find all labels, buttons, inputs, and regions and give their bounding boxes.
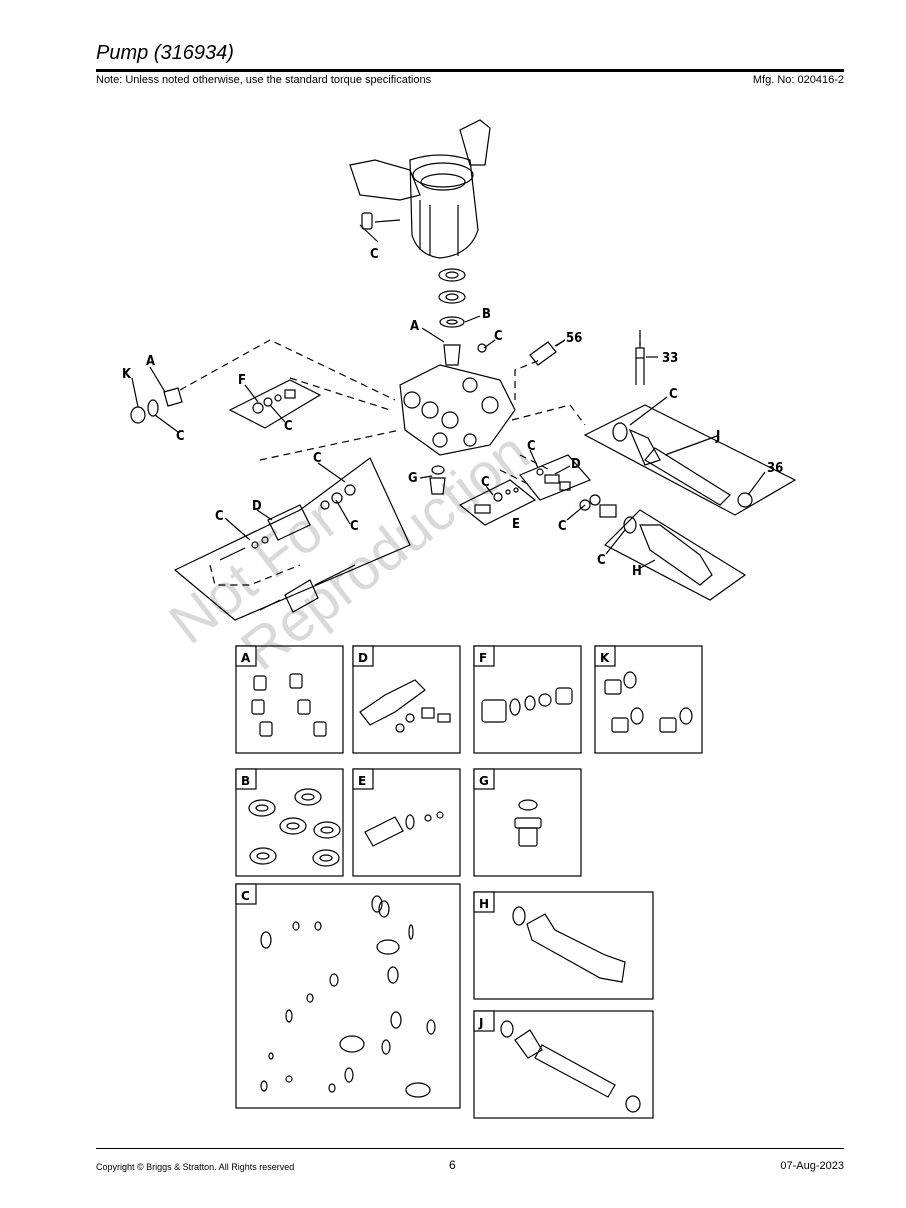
housing-plug [361,212,401,230]
kit-letter-k: K [600,651,610,665]
callout-c-top: C [494,329,503,344]
callout-c-d: C [215,509,224,524]
callout-c-h2: C [597,553,606,568]
kit-panel-e [352,768,461,877]
kit-letter-h: H [479,897,489,911]
kit-letter-e: E [358,774,366,788]
page-title: Pump (316934) [96,42,234,64]
kit-f-outline [228,379,322,429]
callout-leaders [131,224,766,569]
kit-letter-b: B [241,774,250,788]
callout-c-left: C [176,429,185,444]
callout-e: E [512,517,520,532]
callout-d-right: D [571,457,581,472]
kit-e-outline [458,479,537,526]
kit-d-e-outline [173,457,411,621]
kit-j-outline [583,404,797,516]
callout-g: G [408,471,418,486]
kit-letter-f: F [479,651,487,665]
kit-letter-g: G [479,774,489,788]
callout-56: 56 [566,331,582,346]
kit-letter-d: D [358,651,368,665]
kit-panel-b [235,768,344,877]
page-number: 6 [449,1158,456,1172]
callout-k: K [122,367,132,382]
kit-letter-a: A [241,651,251,665]
callout-c-e: C [481,475,490,490]
kit-d-small-outline [519,454,592,501]
kit-panel-j [473,1010,654,1119]
page-date: 07-Aug-2023 [780,1160,844,1172]
main-parts [130,387,753,613]
crankcase-housing [349,119,491,259]
pump-manifold [399,364,516,456]
kit-panel-h [473,891,654,1000]
callout-c-housing: C [370,247,379,262]
callout-f: F [238,373,246,388]
kit-letter-c: C [241,889,250,903]
callout-d-left: D [252,499,262,514]
bolt-33 [635,335,645,385]
callout-c-right: C [669,387,678,402]
callout-j: J [715,429,720,444]
callout-c-d3: C [527,439,536,454]
callout-33: 33 [662,351,678,366]
callout-c-d2: C [350,519,359,534]
callout-c-h: C [558,519,567,534]
mfg-number: Mfg. No: 020416-2 [752,74,844,86]
kit-panel-d [352,645,461,754]
kit-panel-a [235,645,344,754]
assembly-leader-lines [179,330,641,586]
callout-labels: C A B C 56 33 C J 36 A K C F C C D C C G… [122,247,783,579]
kit-panel-letters: A D F K B E G C H J [241,651,610,1030]
header-rule [96,69,844,72]
kit-letter-j: J [478,1016,483,1030]
callout-c-f: C [284,419,293,434]
kit-h-outline [603,509,747,601]
torque-note: Note: Unless noted otherwise, use the st… [96,74,432,86]
callout-b: B [482,307,491,322]
callout-a-left: A [146,354,155,369]
callout-h: H [632,564,642,579]
callout-c-kit: C [313,451,322,466]
kit-panel-c [235,883,461,1109]
footer-rule [96,1148,844,1149]
kit-panel-f [473,645,582,754]
kit-panel-k [594,645,703,754]
copyright: Copyright © Briggs & Stratton. All Right… [96,1162,295,1172]
kit-panel-g [473,768,582,877]
seal-stack [438,268,487,366]
callout-36: 36 [767,461,783,476]
callout-a-top: A [410,319,419,334]
